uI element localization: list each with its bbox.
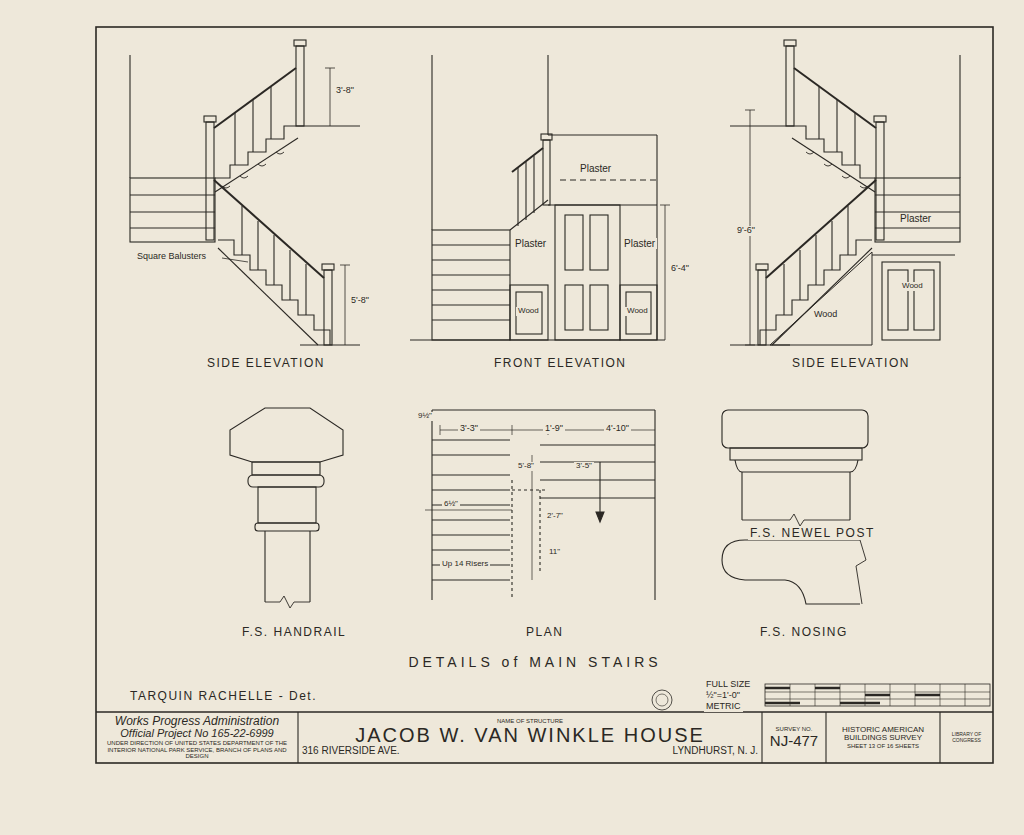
title-block-text: SHEET 13 OF 16 SHEETS — [847, 743, 919, 749]
dimension-note: 3'-3" — [458, 424, 480, 434]
dimension-note: 9'-6" — [735, 226, 757, 236]
title-block-text: Official Project No 165-22-6999 — [120, 728, 273, 740]
title-block-cell: HISTORIC AMERICAN BUILDINGS SURVEYSHEET … — [826, 712, 940, 763]
view-title: SIDE ELEVATION — [205, 357, 327, 370]
title-block-text: JACOB W. VAN WINKLE HOUSE — [355, 725, 705, 747]
dimension-note: 9½" — [416, 412, 434, 421]
dimension-note: 4'-10" — [604, 424, 631, 434]
dimension-note: 3'-5" — [574, 462, 594, 471]
view-title: PLAN — [524, 626, 565, 639]
dimension-note: Up 14 Risers — [440, 560, 490, 569]
view-title: SIDE ELEVATION — [790, 357, 912, 370]
dimension-note: Wood — [812, 310, 839, 320]
detail-title: F.S. NOSING — [758, 626, 850, 639]
title-block-cell: SURVEY NO.NJ-477 — [762, 712, 826, 763]
dimension-note: 6½" — [442, 500, 460, 509]
dimension-note: 1'-9" — [543, 424, 565, 434]
dimension-note: 2'-7" — [545, 512, 565, 521]
delineator-note: TARQUIN RACHELLE - Det. — [128, 690, 319, 703]
title-block-text: LYNDHURST, N. J. — [673, 746, 758, 757]
dimension-note: 5'-8" — [516, 462, 536, 471]
dimension-note: Plaster — [578, 163, 613, 174]
scale-note: ½"=1'-0" — [704, 691, 742, 701]
title-block-text: UNDER DIRECTION OF UNITED STATES DEPARTM… — [100, 740, 294, 759]
dimension-note: Plaster — [622, 238, 657, 249]
title-block-cell: Works Progress AdministrationOfficial Pr… — [96, 712, 298, 763]
detail-title: F.S. NEWEL POST — [748, 527, 877, 540]
dimension-note: Wood — [900, 282, 925, 291]
title-block-text: NJ-477 — [770, 733, 818, 749]
dimension-note: 11" — [547, 548, 562, 557]
title-block-cell: NAME OF STRUCTUREJACOB W. VAN WINKLE HOU… — [298, 712, 762, 763]
title-block-text: Works Progress Administration — [115, 715, 279, 728]
dimension-note: 5'-8" — [349, 296, 371, 306]
title-block-text: LIBRARY OF CONGRESS — [944, 732, 989, 743]
title-block-text: 316 RIVERSIDE AVE. — [302, 746, 400, 757]
dimension-note: 6'-4" — [669, 264, 691, 274]
dimension-note: Plaster — [513, 238, 548, 249]
title-block-text: HISTORIC AMERICAN BUILDINGS SURVEY — [830, 726, 936, 743]
scale-note: METRIC — [704, 702, 743, 712]
dimension-note: 3'-8" — [334, 86, 356, 96]
dimension-note: Plaster — [898, 213, 933, 224]
title-block-cell: LIBRARY OF CONGRESS — [940, 712, 993, 763]
dimension-note: Wood — [516, 307, 541, 316]
scale-note: FULL SIZE — [704, 680, 752, 690]
detail-title: F.S. HANDRAIL — [240, 626, 348, 639]
dimension-note: Square Balusters — [135, 252, 208, 262]
dimension-note: Wood — [625, 307, 650, 316]
sheet-title: DETAILS of MAIN STAIRS — [330, 654, 740, 670]
view-title: FRONT ELEVATION — [492, 357, 629, 370]
